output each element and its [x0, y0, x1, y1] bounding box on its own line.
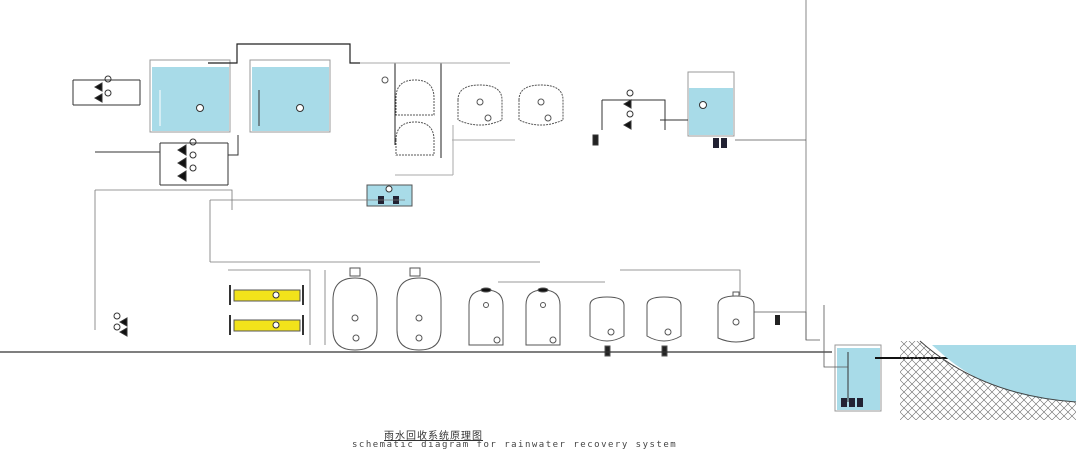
overflow-pipe — [208, 43, 360, 64]
sand-filter-2 — [396, 267, 442, 351]
carbon-filter-2 — [525, 287, 561, 346]
sand-filter-1 — [332, 267, 378, 351]
vertical-filters — [360, 62, 510, 158]
pressure-tank — [717, 291, 755, 343]
softener-2 — [646, 296, 682, 357]
cartridge-filter-2 — [229, 315, 304, 335]
round-filter-1 — [457, 84, 503, 126]
carbon-filter-1 — [468, 287, 504, 346]
collection-sump — [823, 305, 882, 412]
cartridge-filter-1 — [229, 285, 304, 305]
transfer-pumps — [113, 312, 128, 337]
lift-pumps — [95, 135, 239, 186]
title-chinese: 雨水回收系统原理图 — [384, 431, 483, 442]
lake-water — [932, 345, 1076, 402]
embankment — [900, 341, 1076, 420]
clear-water-tank — [366, 184, 413, 207]
storage-tank-1 — [149, 59, 231, 133]
high-level-tank — [687, 71, 735, 148]
softener-1 — [589, 296, 625, 357]
booster-pumps — [592, 89, 688, 146]
storage-tank-2 — [249, 59, 331, 133]
inlet-pumps — [72, 75, 141, 106]
title-english: schematic diagram for rainwater recovery… — [352, 440, 678, 450]
round-filter-2 — [518, 84, 564, 126]
